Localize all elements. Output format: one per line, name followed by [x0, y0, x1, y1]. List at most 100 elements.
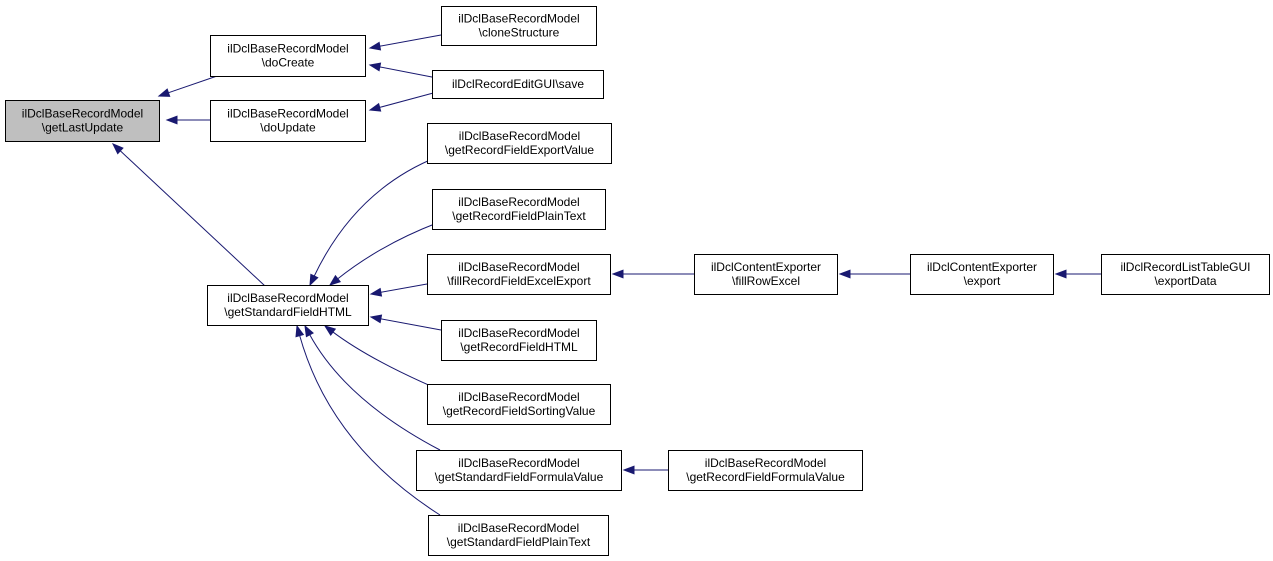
node-box[interactable]: [441, 320, 597, 361]
node-method-label: \getLastUpdate: [42, 121, 124, 135]
edge-line: [336, 222, 438, 280]
node-box[interactable]: [427, 123, 612, 164]
node-method-label: \exportData: [1154, 274, 1216, 288]
node-method-label: ilDclRecordEditGUI\save: [452, 77, 584, 91]
node-class-label: ilDclContentExporter: [711, 260, 821, 274]
node-class-label: ilDclRecordListTableGUI: [1120, 260, 1250, 274]
node-method-label: \cloneStructure: [479, 26, 560, 40]
node-class-label: ilDclBaseRecordModel: [458, 521, 579, 535]
node-method-label: \fillRowExcel: [732, 274, 800, 288]
node-get-record-field-sorting-value[interactable]: ilDclBaseRecordModel\getRecordFieldSorti…: [427, 384, 611, 425]
edge-line: [379, 318, 442, 331]
edge-line: [378, 91, 438, 109]
edge-line: [379, 283, 428, 293]
node-export-data[interactable]: ilDclRecordListTableGUI\exportData: [1101, 254, 1270, 295]
edge-get-standard-field-plain-text-to-get-standard-field-html: [295, 324, 441, 516]
node-fill-row-excel[interactable]: ilDclContentExporter\fillRowExcel: [694, 254, 838, 295]
node-get-record-field-export-value[interactable]: ilDclBaseRecordModel\getRecordFieldExpor…: [427, 123, 612, 164]
edge-export-to-fill-row-excel: [838, 269, 910, 279]
node-method-label: \getRecordFieldHTML: [460, 340, 578, 354]
node-method-label: \getRecordFieldExportValue: [445, 143, 595, 157]
edge-get-record-field-export-value-to-get-standard-field-html: [309, 156, 438, 287]
node-box[interactable]: [210, 35, 366, 77]
edge-line: [378, 34, 442, 47]
edge-arrowhead: [323, 325, 337, 336]
edge-arrowhead: [611, 269, 624, 279]
node-method-label: \getRecordFieldPlainText: [452, 209, 586, 223]
node-get-last-update[interactable]: ilDclBaseRecordModel\getLastUpdate: [5, 100, 160, 142]
node-method-label: \fillRecordFieldExcelExport: [447, 274, 591, 288]
node-get-standard-field-formula-value[interactable]: ilDclBaseRecordModel\getStandardFieldFor…: [416, 450, 622, 491]
edge-line: [378, 66, 438, 79]
node-class-label: ilDclBaseRecordModel: [227, 291, 348, 305]
node-get-standard-field-html[interactable]: ilDclBaseRecordModel\getStandardFieldHTM…: [207, 285, 369, 326]
node-method-label: \getStandardFieldFormulaValue: [435, 470, 604, 484]
edge-clone-structure-to-do-create: [368, 34, 442, 51]
node-box[interactable]: [1101, 254, 1270, 295]
node-box[interactable]: [668, 450, 863, 491]
edge-arrowhead: [295, 324, 305, 338]
node-get-record-field-plain-text[interactable]: ilDclBaseRecordModel\getRecordFieldPlain…: [432, 189, 606, 230]
edge-arrowhead: [111, 143, 124, 155]
node-method-label: \export: [964, 274, 1001, 288]
node-box[interactable]: [441, 6, 597, 46]
edge-arrowhead: [369, 287, 383, 297]
edge-fill-record-field-excel-export-to-get-standard-field-html: [369, 283, 428, 297]
edge-arrowhead: [165, 115, 178, 125]
edge-line: [167, 74, 221, 94]
node-clone-structure[interactable]: ilDclBaseRecordModel\cloneStructure: [441, 6, 597, 46]
node-get-record-field-html[interactable]: ilDclBaseRecordModel\getRecordFieldHTML: [441, 320, 597, 361]
edge-line: [331, 331, 441, 391]
node-method-label: \getRecordFieldSortingValue: [443, 404, 596, 418]
node-box[interactable]: [427, 254, 611, 295]
node-box[interactable]: [432, 70, 604, 99]
node-class-label: ilDclBaseRecordModel: [458, 12, 579, 26]
node-box[interactable]: [910, 254, 1054, 295]
node-box[interactable]: [428, 515, 609, 556]
node-box[interactable]: [427, 384, 611, 425]
node-get-record-field-formula-value[interactable]: ilDclBaseRecordModel\getRecordFieldFormu…: [668, 450, 863, 491]
node-do-update[interactable]: ilDclBaseRecordModel\doUpdate: [210, 100, 366, 142]
edge-arrowhead: [368, 102, 382, 112]
edge-arrowhead: [369, 314, 383, 324]
node-box[interactable]: [694, 254, 838, 295]
edge-get-standard-field-html-to-get-last-update: [111, 143, 266, 287]
node-box[interactable]: [207, 285, 369, 326]
edge-arrowhead: [1054, 269, 1067, 279]
edge-arrowhead: [838, 269, 851, 279]
node-box[interactable]: [416, 450, 622, 491]
edge-arrowhead: [157, 88, 171, 97]
node-class-label: ilDclContentExporter: [927, 260, 1037, 274]
node-class-label: ilDclBaseRecordModel: [459, 129, 580, 143]
edge-arrowhead: [622, 465, 635, 475]
edge-save-to-do-update: [368, 91, 438, 112]
node-class-label: ilDclBaseRecordModel: [458, 195, 579, 209]
node-save[interactable]: ilDclRecordEditGUI\save: [432, 70, 604, 99]
node-method-label: \doUpdate: [260, 121, 316, 135]
node-class-label: ilDclBaseRecordModel: [705, 456, 826, 470]
node-class-label: ilDclBaseRecordModel: [227, 42, 348, 56]
edge-arrowhead: [304, 324, 314, 338]
edge-line: [119, 149, 266, 287]
edge-arrowhead: [328, 274, 342, 286]
node-fill-record-field-excel-export[interactable]: ilDclBaseRecordModel\fillRecordFieldExce…: [427, 254, 611, 295]
edge-do-update-to-get-last-update: [165, 115, 210, 125]
edge-get-standard-field-formula-value-to-get-standard-field-html: [304, 324, 441, 451]
node-class-label: ilDclBaseRecordModel: [458, 326, 579, 340]
edge-get-record-field-sorting-value-to-get-standard-field-html: [323, 325, 441, 391]
node-box[interactable]: [210, 100, 366, 142]
edge-line: [298, 334, 441, 516]
edge-arrowhead: [368, 41, 382, 51]
edge-line: [313, 156, 438, 278]
edge-line: [308, 333, 441, 451]
edge-do-create-to-get-last-update: [157, 74, 221, 97]
node-export[interactable]: ilDclContentExporter\export: [910, 254, 1054, 295]
edge-arrowhead: [368, 62, 382, 72]
node-box[interactable]: [432, 189, 606, 230]
node-method-label: \doCreate: [262, 56, 315, 70]
node-box[interactable]: [5, 100, 160, 142]
node-do-create[interactable]: ilDclBaseRecordModel\doCreate: [210, 35, 366, 77]
node-get-standard-field-plain-text[interactable]: ilDclBaseRecordModel\getStandardFieldPla…: [428, 515, 609, 556]
edge-save-to-do-create: [368, 62, 438, 79]
